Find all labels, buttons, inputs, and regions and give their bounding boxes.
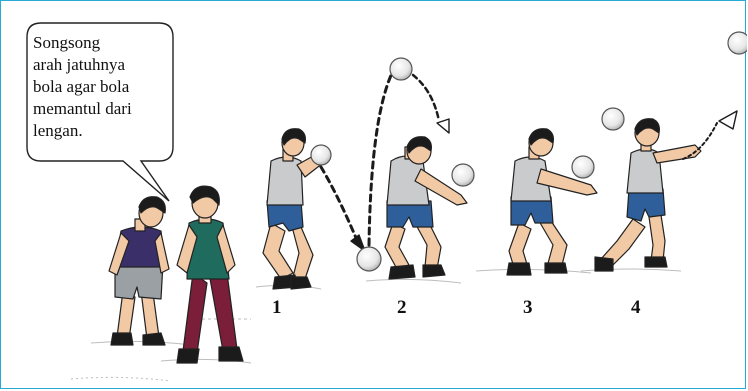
ball-step-1	[311, 145, 331, 165]
ground-shadows	[71, 269, 681, 381]
ball-step-3	[572, 156, 594, 178]
bubble-line-1: Songsong	[33, 32, 173, 54]
ball-step-4	[602, 108, 624, 130]
player-step-4	[595, 119, 701, 271]
step-label-1: 1	[272, 297, 282, 319]
speech-bubble-text: Songsong arah jatuhnya bola agar bola me…	[33, 32, 173, 142]
player-teal	[177, 186, 243, 363]
ball-top	[390, 58, 412, 80]
ball-step-2	[452, 164, 474, 186]
ball-bounce-low	[357, 247, 381, 271]
bubble-line-4: memantul dari	[33, 98, 173, 120]
step-label-3: 3	[523, 297, 533, 319]
player-step-2	[385, 137, 467, 279]
bubble-line-5: lengan.	[33, 120, 173, 142]
ball-far-right	[728, 32, 747, 54]
step-label-4: 4	[631, 297, 641, 319]
player-purple	[109, 197, 169, 345]
player-step-3	[507, 129, 597, 275]
bubble-line-3: bola agar bola	[33, 76, 173, 98]
step-label-2: 2	[397, 297, 407, 319]
bubble-line-2: arah jatuhnya	[33, 54, 173, 76]
